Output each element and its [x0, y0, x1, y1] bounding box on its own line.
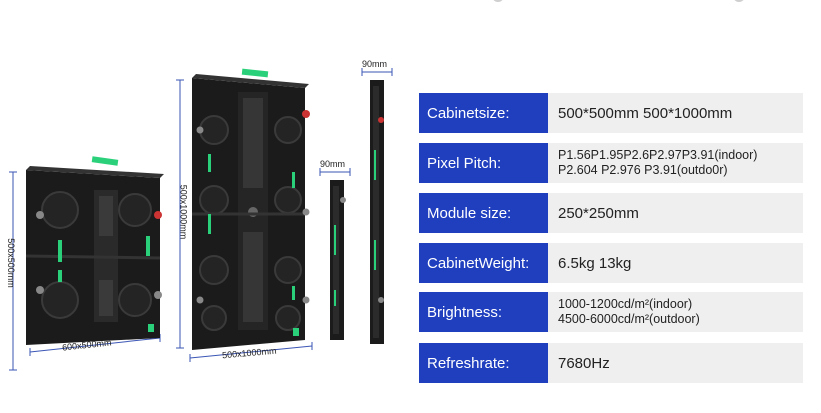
small-cabinet-height-label: 500x500mm	[5, 238, 16, 288]
spec-value-line: 6.5kg 13kg	[558, 254, 632, 272]
small-cabinet-side-view	[319, 168, 351, 340]
spec-value: 6.5kg 13kg	[548, 243, 803, 283]
spec-label: Brightness:	[419, 292, 548, 332]
spec-value-line: P2.604 P2.976 P3.91(outdo0r)	[558, 163, 728, 177]
spec-row-pixel-pitch: Pixel Pitch: P1.56P1.95P2.6P2.97P3.91(in…	[419, 143, 803, 183]
spec-value: P1.56P1.95P2.6P2.97P3.91(indoor) P2.604 …	[548, 143, 803, 183]
spec-value: 1000-1200cd/m²(indoor) 4500-6000cd/m²(ou…	[548, 292, 803, 332]
spec-row-module-size: Module size: 250*250mm	[419, 193, 803, 233]
spec-value: 250*250mm	[548, 193, 803, 233]
spec-label: Cabinetsize:	[419, 93, 548, 133]
spec-value: 500*500mm 500*1000mm	[548, 93, 803, 133]
tall-cabinet-height-label: 500x1000mm	[178, 184, 189, 240]
spec-value-line: 1000-1200cd/m²(indoor)	[558, 297, 693, 311]
spec-label: Refreshrate:	[419, 343, 548, 383]
spec-row-cabinet-size: Cabinetsize: 500*500mm 500*1000mm	[419, 93, 803, 133]
small-cabinet-front-view	[9, 156, 164, 371]
spec-value-line: P1.56P1.95P2.6P2.97P3.91(indoor)	[558, 148, 758, 162]
top-edge-decoration	[733, 0, 745, 2]
spec-row-brightness: Brightness: 1000-1200cd/m²(indoor) 4500-…	[419, 292, 803, 332]
tall-cabinet-front-view	[176, 68, 313, 362]
tall-cabinet-side-view	[361, 68, 393, 344]
tall-cabinet-depth-label: 90mm	[362, 59, 388, 69]
spec-row-refresh-rate: Refreshrate: 7680Hz	[419, 343, 803, 383]
led-cabinet-illustration	[9, 68, 393, 371]
spec-value-line: 500*500mm 500*1000mm	[558, 104, 733, 122]
spec-value-line: 250*250mm	[558, 204, 639, 222]
small-cabinet-depth-label: 90mm	[320, 159, 346, 169]
top-edge-decoration	[492, 0, 504, 2]
spec-row-cabinet-weight: CabinetWeight: 6.5kg 13kg	[419, 243, 803, 283]
spec-label: CabinetWeight:	[419, 243, 548, 283]
spec-label: Module size:	[419, 193, 548, 233]
spec-value-line: 4500-6000cd/m²(outdoor)	[558, 312, 700, 326]
spec-value-line: 7680Hz	[558, 354, 610, 372]
spec-label: Pixel Pitch:	[419, 143, 548, 183]
spec-value: 7680Hz	[548, 343, 803, 383]
